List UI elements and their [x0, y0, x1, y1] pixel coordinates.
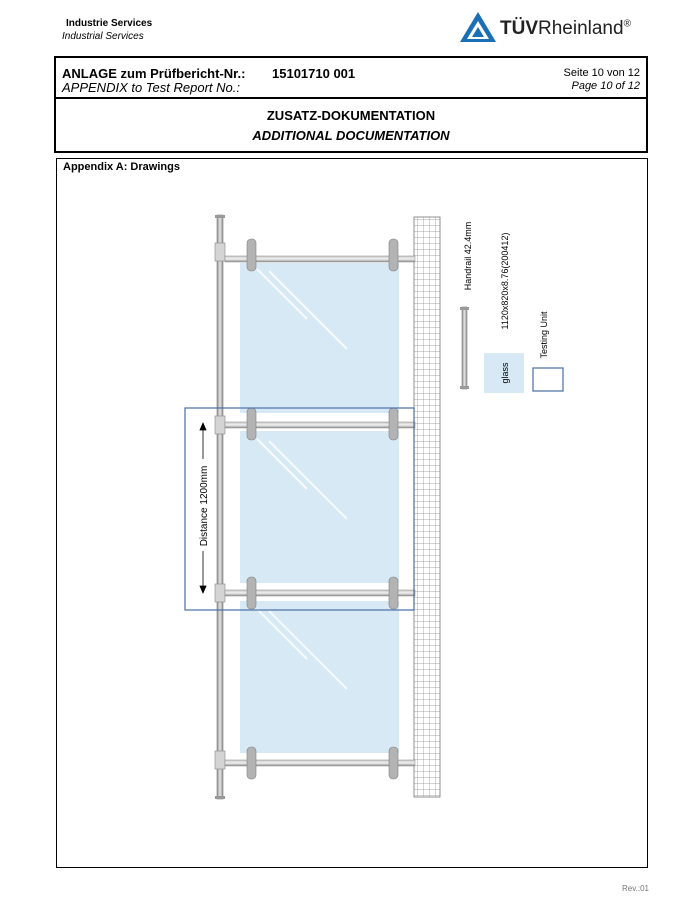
distance-arrow — [199, 421, 207, 595]
title-en: ADDITIONAL DOCUMENTATION — [252, 128, 450, 143]
glass-panel — [240, 263, 399, 413]
glass-panel — [240, 601, 399, 753]
distance-label: Distance 1200mm — [199, 466, 210, 547]
report-number: 15101710 001 — [272, 66, 356, 81]
legend-handrail-swatch — [461, 306, 468, 390]
report-info-box: ANLAGE zum Prüfbericht-Nr.: 15101710 001… — [54, 56, 648, 98]
legend-testing-unit-swatch — [532, 367, 564, 392]
tuv-logo — [458, 10, 648, 46]
report-label-en: APPENDIX to Test Report No.: — [62, 80, 240, 95]
appendix-box: Distance 1200mm Handrail 42.4mm 1120x820… — [56, 158, 648, 868]
legend-glass-dims: 1120x820x8.76(200412) — [500, 233, 510, 330]
appendix-title: Appendix A: Drawings — [63, 161, 180, 173]
wall-grid — [413, 216, 441, 798]
glass-panel — [240, 431, 399, 583]
legend-glass-swatch — [484, 353, 524, 393]
page-number-en: Page 10 of 12 — [571, 80, 640, 92]
title-de: ZUSATZ-DOKUMENTATION — [266, 108, 436, 123]
report-label-de: ANLAGE zum Prüfbericht-Nr.: — [62, 66, 246, 81]
handrail — [216, 214, 224, 800]
handrail-brackets — [214, 242, 226, 770]
company-subtitle: Industrial Services — [62, 31, 144, 42]
logo-text-bold: TÜV — [500, 18, 538, 39]
testing-unit-outline — [184, 407, 415, 611]
logo-reg-mark: ® — [623, 18, 631, 30]
tuv-triangle-icon — [460, 12, 496, 42]
glass-clamps — [246, 238, 399, 780]
glass-panels — [240, 263, 399, 753]
company-name: Industrie Services — [66, 18, 153, 29]
logo-text: TÜVRheinland® — [500, 18, 631, 40]
revision-label: Rev.:01 — [622, 884, 649, 893]
legend-testing-unit-label: Testing Unit — [539, 311, 549, 359]
railing-drawing: Distance 1200mm Handrail 42.4mm 1120x820… — [184, 214, 564, 800]
legend-glass-label: glass — [500, 362, 510, 384]
cross-arms — [224, 255, 416, 767]
legend-handrail-label: Handrail 42.4mm — [463, 222, 473, 291]
page-number-de: Seite 10 von 12 — [563, 67, 640, 79]
logo-text-normal: Rheinland — [538, 18, 624, 39]
document-title-box: ZUSATZ-DOKUMENTATION ADDITIONAL DOCUMENT… — [54, 97, 648, 153]
